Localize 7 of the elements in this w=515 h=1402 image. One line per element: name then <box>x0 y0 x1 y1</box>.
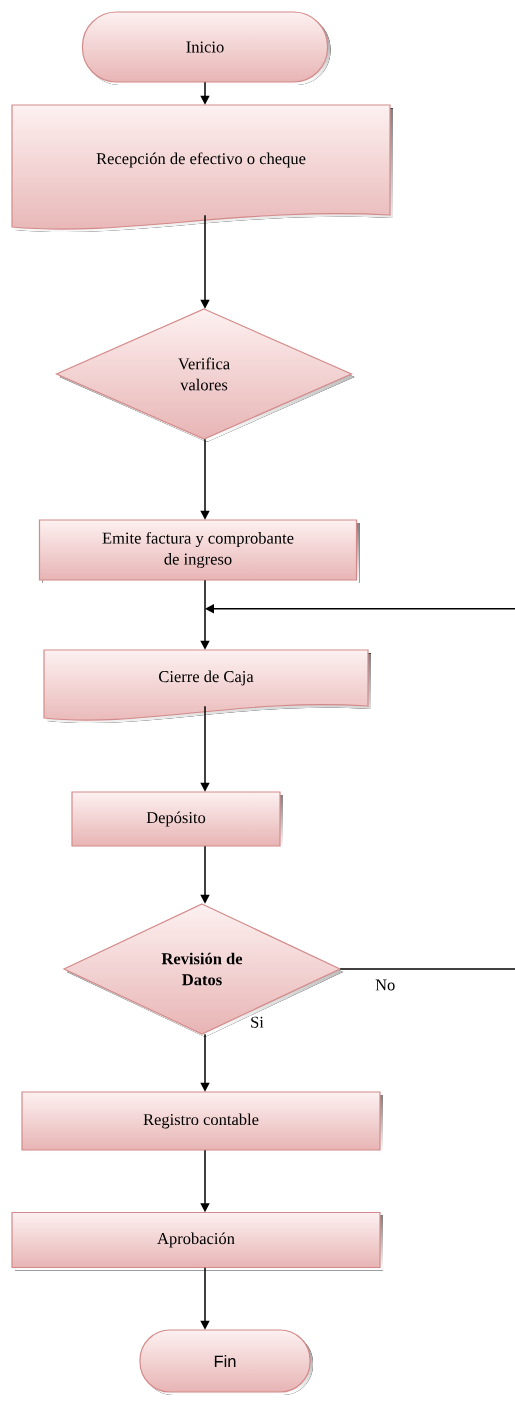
process-box: Depósito <box>71 791 283 849</box>
process-box: Registro contable <box>21 1091 383 1153</box>
edge-label: No <box>374 978 397 992</box>
process-box: Aprobación <box>11 1211 383 1271</box>
arrow <box>205 604 515 614</box>
edge-label: Si <box>249 1015 265 1029</box>
process-box: Emite factura y comprobante de ingreso <box>38 519 360 583</box>
